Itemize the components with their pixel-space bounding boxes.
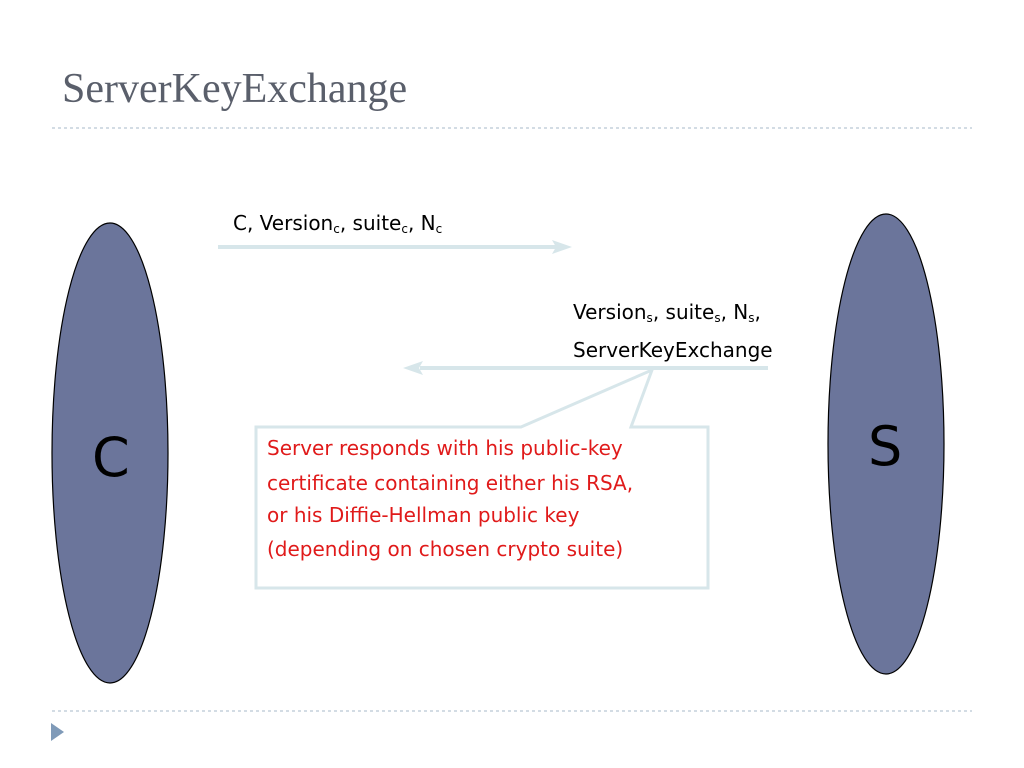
callout-box (254, 367, 710, 590)
server-label: S (868, 415, 903, 478)
server-ellipse (827, 213, 945, 675)
client-label: C (92, 426, 130, 489)
server-hello-text: , (754, 300, 761, 324)
callout-line: certificate containing either his RSA, (267, 471, 634, 495)
triangle-right-icon (51, 723, 64, 741)
server-hello-text: , N (720, 300, 749, 324)
callout-text: Server responds with his public-key cert… (267, 436, 697, 569)
callout-line: or his Diffie-Hellman public key (267, 503, 580, 527)
client-hello-text: C, Version (233, 211, 334, 235)
server-key-exchange-label: ServerKeyExchange (573, 338, 773, 362)
client-hello-message: C, Versionc, suitec, Nc (233, 211, 443, 236)
client-hello-sub: c (401, 222, 408, 236)
client-ellipse (51, 222, 169, 684)
client-hello-sub: c (435, 222, 443, 236)
callout-line: (depending on chosen crypto suite) (267, 537, 624, 561)
callout-line: Server responds with his public-key (267, 436, 623, 460)
server-hello-text: , suite (652, 300, 715, 324)
server-hello-sub: s (714, 311, 721, 325)
server-hello-sub: s (646, 311, 653, 325)
arrow-server-to-client (403, 361, 768, 375)
client-hello-sub: c (333, 222, 340, 236)
server-hello-sub: s (748, 311, 755, 325)
client-hello-text: , N (407, 211, 436, 235)
arrow-client-to-server (218, 240, 572, 254)
slide-title: ServerKeyExchange (62, 66, 408, 112)
server-hello-text: Version (573, 300, 647, 324)
client-hello-text: , suite (339, 211, 402, 235)
server-hello-message: Versions, suites, Ns, (573, 300, 761, 325)
